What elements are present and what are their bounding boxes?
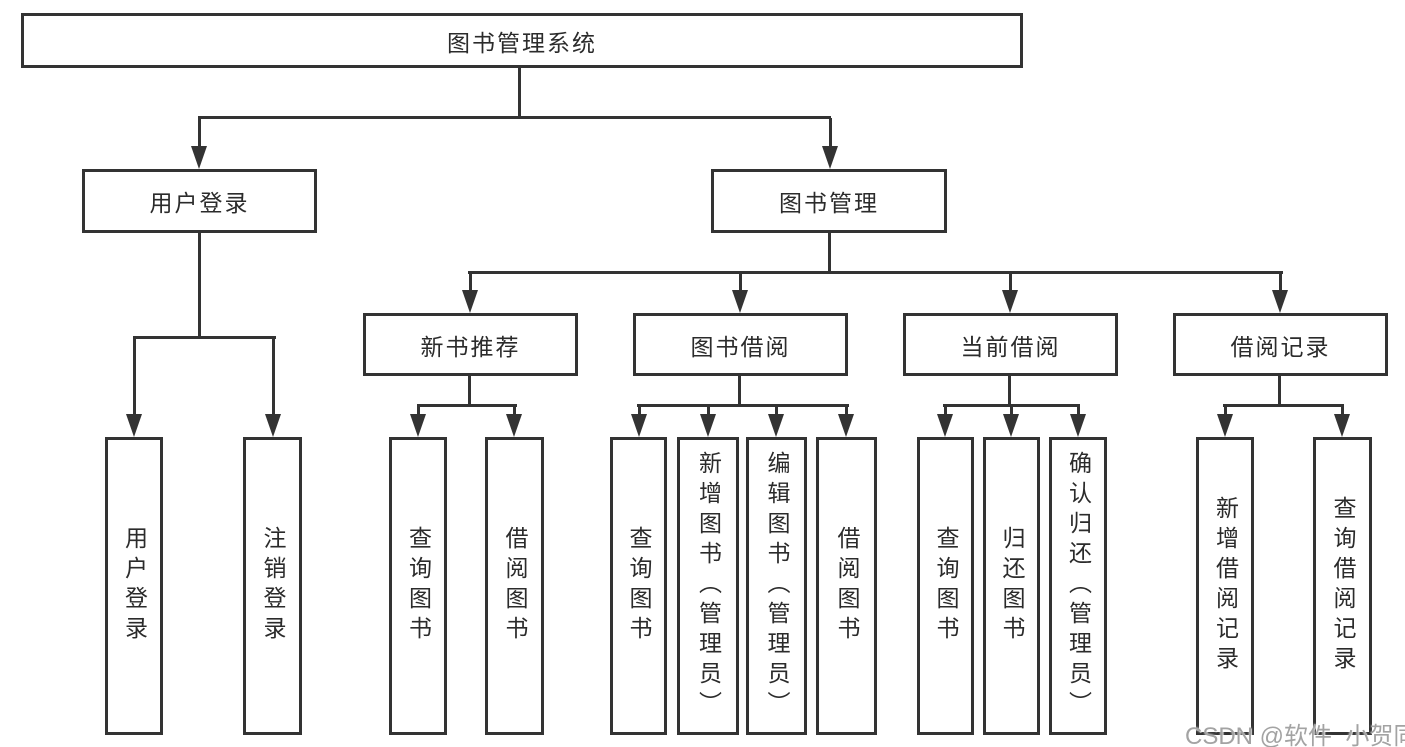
connector-records-stem (1278, 376, 1281, 407)
node-records: 借阅记录 (1173, 313, 1388, 376)
leaf-query-books: 查询图书 (917, 437, 974, 735)
connector-root-stem (518, 68, 521, 118)
connector-borrow-stem (738, 376, 741, 407)
leaf-label: 借阅图书 (502, 526, 528, 646)
connector-book-mgmt-stem (828, 233, 831, 273)
arrow-down-icon (191, 118, 207, 169)
connector-level1-rail (198, 116, 831, 119)
node-current: 当前借阅 (903, 313, 1118, 376)
leaf-return-books: 归还图书 (983, 437, 1040, 735)
leaf-borrow-books: 借阅图书 (816, 437, 877, 735)
node-root: 图书管理系统 (21, 13, 1023, 68)
node-records-label: 借阅记录 (1230, 333, 1331, 360)
node-current-label: 当前借阅 (960, 333, 1061, 360)
node-book-mgmt: 图书管理 (711, 169, 947, 233)
leaf-label: 查询借阅记录 (1330, 496, 1356, 676)
arrow-down-icon (1002, 273, 1018, 313)
node-book-mgmt-label: 图书管理 (779, 190, 879, 216)
leaf-query-borrow-record: 查询借阅记录 (1313, 437, 1372, 735)
leaf-add-borrow-record: 新增借阅记录 (1196, 437, 1254, 735)
node-new-book: 新书推荐 (363, 313, 578, 376)
connector-new-book-stem (468, 376, 471, 407)
arrow-down-icon (1070, 406, 1086, 437)
connector-user-login-stem (198, 233, 201, 338)
arrow-down-icon (937, 406, 953, 437)
arrow-down-icon (1217, 406, 1233, 437)
connector-records-rail (1223, 404, 1344, 407)
leaf-user-login: 用户登录 (105, 437, 163, 735)
leaf-label: 查询图书 (626, 526, 652, 646)
arrow-down-icon (1334, 406, 1350, 437)
arrow-down-icon (700, 406, 716, 437)
csdn-watermark: CSDN @软件_小贺同学 (1185, 723, 1405, 747)
connector-new-book-rail (417, 404, 517, 407)
node-root-label: 图书管理系统 (447, 29, 597, 56)
connector-current-stem (1008, 376, 1011, 407)
leaf-label: 用户登录 (121, 526, 148, 646)
leaf-label: 编辑图书（管理员） (764, 451, 790, 721)
arrow-down-icon (1003, 406, 1019, 437)
leaf-label: 归还图书 (999, 526, 1025, 646)
leaf-label: 注销登录 (260, 526, 286, 646)
arrow-down-icon (838, 406, 854, 437)
arrow-down-icon (1272, 273, 1288, 313)
connector-current-rail (943, 404, 1080, 407)
node-new-book-label: 新书推荐 (420, 333, 521, 360)
connector-user-login-rail (133, 336, 276, 339)
arrow-down-icon (410, 406, 426, 437)
arrow-down-icon (126, 338, 142, 437)
arrow-down-icon (506, 406, 522, 437)
leaf-label: 新增借阅记录 (1212, 496, 1239, 676)
leaf-borrow-books: 借阅图书 (485, 437, 544, 735)
leaf-confirm-return-admin: 确认归还（管理员） (1049, 437, 1107, 735)
leaf-label: 新增图书（管理员） (695, 451, 722, 721)
node-borrow: 图书借阅 (633, 313, 848, 376)
leaf-edit-books-admin: 编辑图书（管理员） (746, 437, 807, 735)
leaf-label: 确认归还（管理员） (1065, 451, 1092, 721)
connector-borrow-rail (637, 404, 849, 407)
leaf-logout: 注销登录 (243, 437, 302, 735)
arrow-down-icon (462, 273, 478, 313)
leaf-query-books: 查询图书 (389, 437, 447, 735)
leaf-query-books: 查询图书 (610, 437, 667, 735)
connector-level2-rail (468, 271, 1283, 274)
leaf-add-books-admin: 新增图书（管理员） (677, 437, 739, 735)
node-borrow-label: 图书借阅 (690, 333, 791, 360)
arrow-down-icon (768, 406, 784, 437)
node-user-login-label: 用户登录 (149, 190, 250, 216)
arrow-down-icon (822, 118, 838, 169)
leaf-label: 查询图书 (405, 526, 432, 646)
node-user-login: 用户登录 (82, 169, 317, 233)
arrow-down-icon (732, 273, 748, 313)
leaf-label: 借阅图书 (834, 526, 860, 646)
leaf-label: 查询图书 (933, 526, 959, 646)
arrow-down-icon (631, 406, 647, 437)
arrow-down-icon (265, 338, 281, 437)
